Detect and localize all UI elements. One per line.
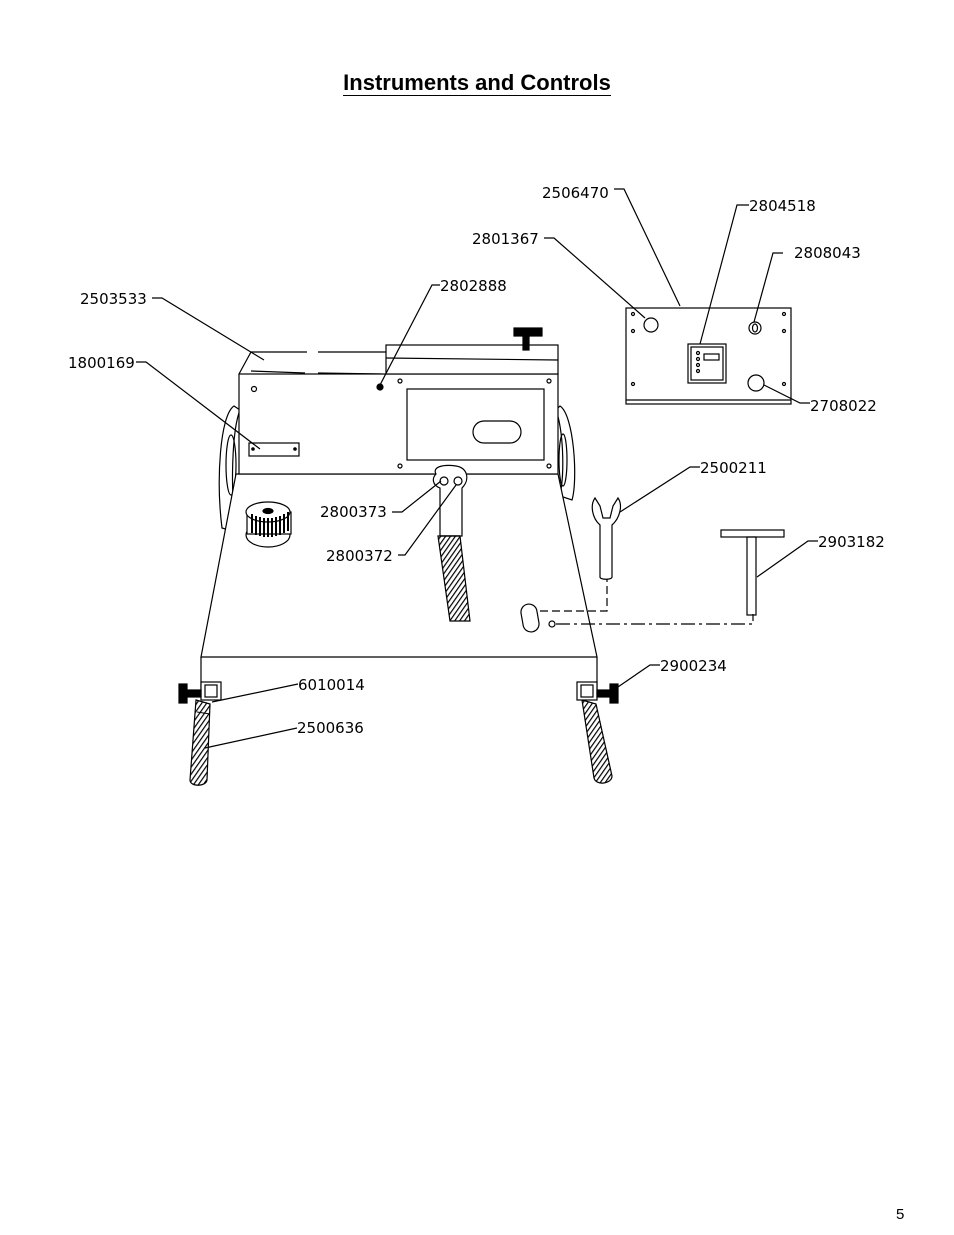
control-panel	[625, 307, 792, 405]
callout-1800169: 1800169	[68, 354, 135, 372]
callout-2708022: 2708022	[810, 397, 877, 415]
leader-lines	[136, 188, 818, 749]
callout-2900234: 2900234	[660, 657, 727, 675]
callout-6010014: 6010014	[298, 676, 365, 694]
callout-2503533: 2503533	[80, 290, 147, 308]
callout-2800373: 2800373	[320, 503, 387, 521]
page-number: 5	[896, 1206, 905, 1223]
callout-2800372: 2800372	[326, 547, 393, 565]
machine-drawing	[178, 327, 785, 786]
callout-2506470: 2506470	[542, 184, 609, 202]
callout-2802888: 2802888	[440, 277, 507, 295]
callout-2801367: 2801367	[472, 230, 539, 248]
callout-2500211: 2500211	[700, 459, 767, 477]
callout-2808043: 2808043	[794, 244, 861, 262]
callout-2903182: 2903182	[818, 533, 885, 551]
callout-2804518: 2804518	[749, 197, 816, 215]
page-title: Instruments and Controls	[343, 70, 611, 96]
callout-2500636: 2500636	[297, 719, 364, 737]
callout-labels: 2506470 2804518 2801367 2808043 2802888 …	[68, 184, 885, 737]
